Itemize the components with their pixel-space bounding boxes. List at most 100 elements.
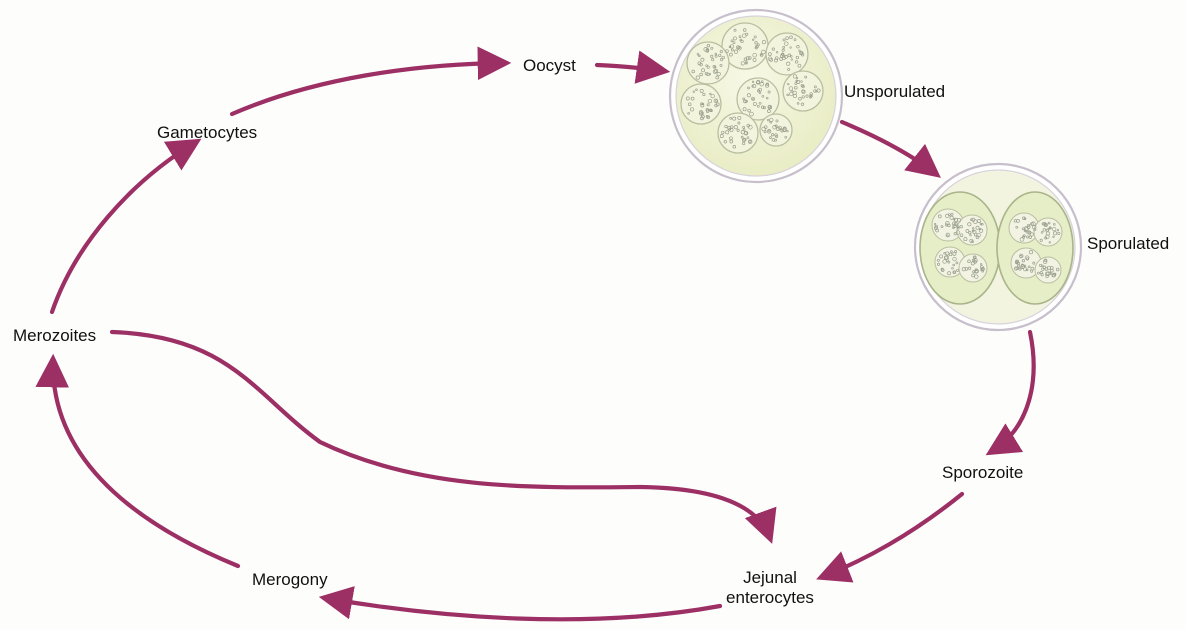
granule — [1028, 235, 1033, 239]
granule — [956, 268, 960, 272]
granule — [1056, 228, 1060, 232]
granule — [967, 266, 972, 270]
granule — [772, 125, 777, 130]
granule — [979, 265, 984, 270]
granule — [761, 105, 765, 109]
granule — [709, 92, 712, 96]
granule — [1051, 273, 1056, 278]
granule — [687, 112, 690, 115]
granule — [732, 36, 737, 41]
granule — [747, 86, 750, 90]
label-sporulated: Sporulated — [1087, 234, 1169, 253]
granule — [719, 134, 724, 139]
granule — [952, 226, 955, 229]
granule — [685, 96, 690, 101]
granule — [784, 55, 788, 59]
granule — [740, 130, 745, 135]
label-enterocytes: enterocytes — [726, 588, 814, 607]
granule — [742, 107, 747, 112]
granule — [940, 225, 944, 228]
granule — [1049, 226, 1052, 230]
granule — [1045, 231, 1050, 236]
granule — [737, 121, 741, 125]
granule — [1037, 271, 1040, 275]
granule — [800, 80, 803, 83]
granule — [732, 116, 737, 121]
granule — [774, 138, 777, 142]
granule — [752, 38, 755, 41]
granule — [745, 60, 748, 64]
label-unsporulated: Unsporulated — [844, 82, 945, 101]
granule — [709, 109, 713, 112]
granule — [742, 28, 747, 32]
granule — [692, 90, 695, 93]
label-merogony: Merogony — [252, 570, 328, 589]
granule — [704, 71, 708, 76]
granule — [774, 58, 778, 63]
granule — [1041, 264, 1044, 268]
granule — [753, 35, 757, 39]
granule — [948, 252, 953, 257]
granule — [971, 273, 975, 278]
granule — [700, 116, 704, 121]
granule — [1015, 260, 1019, 263]
granule — [743, 99, 747, 104]
granule — [782, 46, 786, 49]
granule — [950, 250, 953, 253]
granule — [715, 75, 720, 80]
granule — [777, 125, 782, 130]
granule — [786, 93, 789, 97]
granule — [1053, 231, 1058, 236]
granule — [752, 57, 757, 62]
granule — [804, 75, 808, 79]
granule — [1023, 229, 1027, 232]
granule — [767, 129, 771, 132]
granule — [690, 96, 695, 101]
granule — [1042, 259, 1048, 264]
granule — [737, 115, 742, 120]
granule — [947, 260, 951, 264]
granule — [756, 104, 760, 108]
granule — [794, 60, 799, 64]
granule — [718, 53, 722, 57]
granule — [769, 120, 773, 124]
granule — [1052, 235, 1055, 238]
granule — [951, 266, 954, 270]
granule — [944, 255, 949, 260]
granule — [746, 136, 750, 139]
granule — [774, 56, 779, 60]
granule — [699, 89, 704, 93]
granule — [1015, 225, 1019, 229]
granule — [720, 58, 724, 62]
label-oocyst: Oocyst — [523, 56, 576, 75]
granule — [761, 94, 765, 98]
granule — [733, 49, 739, 54]
granule — [809, 96, 812, 99]
granule — [1049, 266, 1054, 270]
granule — [708, 72, 712, 76]
granule — [1048, 241, 1051, 244]
granule — [1048, 226, 1052, 229]
granule — [771, 47, 775, 51]
granule — [699, 72, 703, 77]
granule — [752, 101, 757, 106]
granule — [956, 226, 960, 230]
granule — [762, 106, 766, 110]
label-merozoites: Merozoites — [13, 326, 96, 345]
granule — [1053, 272, 1057, 276]
granule — [719, 63, 723, 67]
granule — [689, 107, 695, 112]
granule — [972, 227, 975, 230]
granule — [748, 124, 753, 130]
granule — [698, 111, 704, 116]
granule — [724, 124, 728, 129]
granule — [713, 68, 719, 73]
sporulated-oocyst-icon — [913, 162, 1083, 332]
granule — [759, 82, 764, 87]
granule — [798, 97, 802, 101]
granule — [945, 251, 950, 256]
granule — [945, 232, 951, 238]
granule — [1044, 236, 1048, 240]
granule — [751, 80, 755, 84]
